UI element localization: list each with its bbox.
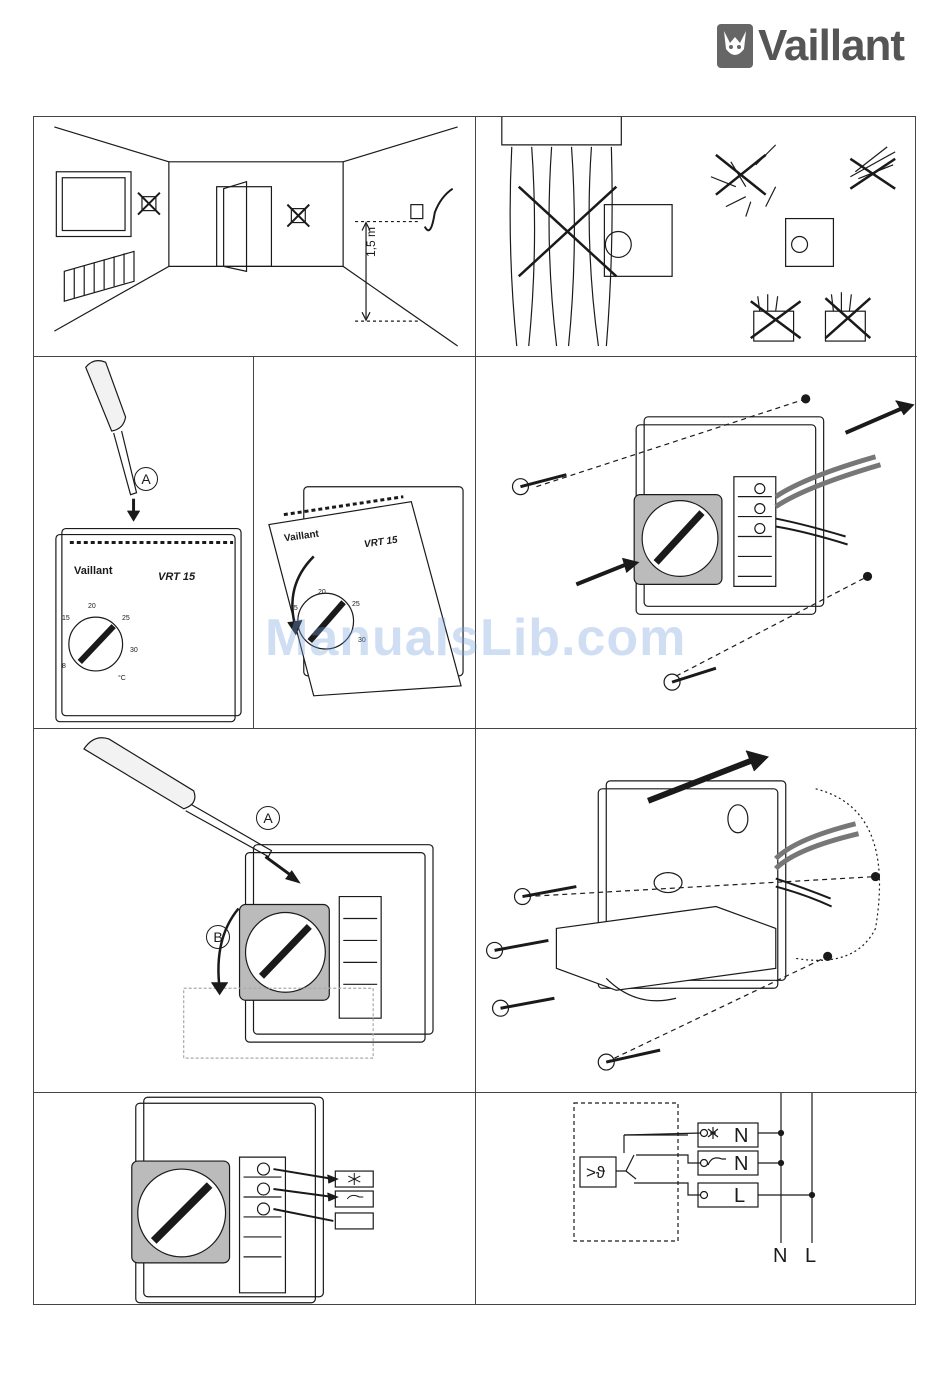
watermark: ManualsLib.com bbox=[265, 608, 686, 668]
tilted-dial-tick-25: 25 bbox=[352, 601, 360, 608]
terminals-illustration bbox=[34, 1093, 475, 1305]
remove-insert-illustration bbox=[34, 729, 475, 1092]
terminal-n-pump: N bbox=[734, 1153, 748, 1176]
panel-remove-cover: Vaillant VRT 15 15 20 25 30 bbox=[254, 357, 476, 729]
dial-tick-15: 15 bbox=[62, 615, 70, 622]
dial-tick-30: 30 bbox=[130, 647, 138, 654]
panel-remove-insert: A B bbox=[34, 729, 476, 1093]
supply-n: N bbox=[773, 1245, 787, 1268]
thermostat-symbol: >ϑ bbox=[586, 1163, 605, 1183]
instruction-grid: 1,5 m bbox=[33, 116, 916, 1305]
fix-base-illustration bbox=[476, 729, 917, 1092]
panel-mount-base bbox=[476, 357, 917, 729]
callout-b-circle: B bbox=[206, 925, 230, 949]
mount-base-illustration bbox=[476, 357, 917, 728]
wiring-diagram bbox=[476, 1093, 917, 1305]
callout-a-2: A bbox=[263, 810, 272, 826]
panel-wiring-diagram: >ϑ N N L N L bbox=[476, 1093, 917, 1305]
brand-name: Vaillant bbox=[758, 23, 904, 69]
panel-placement-room: 1,5 m bbox=[34, 117, 476, 357]
tilted-dial-tick-20: 20 bbox=[318, 589, 326, 596]
dial-tick-8: 8 bbox=[62, 663, 66, 670]
panel-terminals bbox=[34, 1093, 476, 1305]
terminal-n-frost: N bbox=[734, 1125, 748, 1148]
callout-a: A bbox=[141, 471, 150, 487]
hare-emblem-icon bbox=[716, 23, 754, 69]
dial-tick-25: 25 bbox=[122, 615, 130, 622]
panel-open-cover: A Vaillant VRT 15 15 20 25 30 8 °C bbox=[34, 357, 254, 729]
height-label: 1,5 m bbox=[364, 227, 378, 257]
panel-fix-base bbox=[476, 729, 917, 1093]
callout-a-circle-2: A bbox=[256, 806, 280, 830]
supply-l: L bbox=[805, 1245, 816, 1268]
cover-brand: Vaillant bbox=[74, 565, 113, 577]
room-illustration bbox=[34, 117, 475, 356]
dial-tick-20: 20 bbox=[88, 603, 96, 610]
avoid-illustration bbox=[476, 117, 917, 356]
cover-model: VRT 15 bbox=[158, 571, 195, 583]
vaillant-logo: Vaillant bbox=[716, 22, 921, 70]
callout-a-circle: A bbox=[134, 467, 158, 491]
terminal-l: L bbox=[734, 1185, 745, 1208]
panel-placement-avoid bbox=[476, 117, 917, 357]
dial-unit: °C bbox=[118, 675, 126, 682]
open-cover-illustration bbox=[34, 357, 253, 728]
callout-b: B bbox=[213, 929, 222, 945]
